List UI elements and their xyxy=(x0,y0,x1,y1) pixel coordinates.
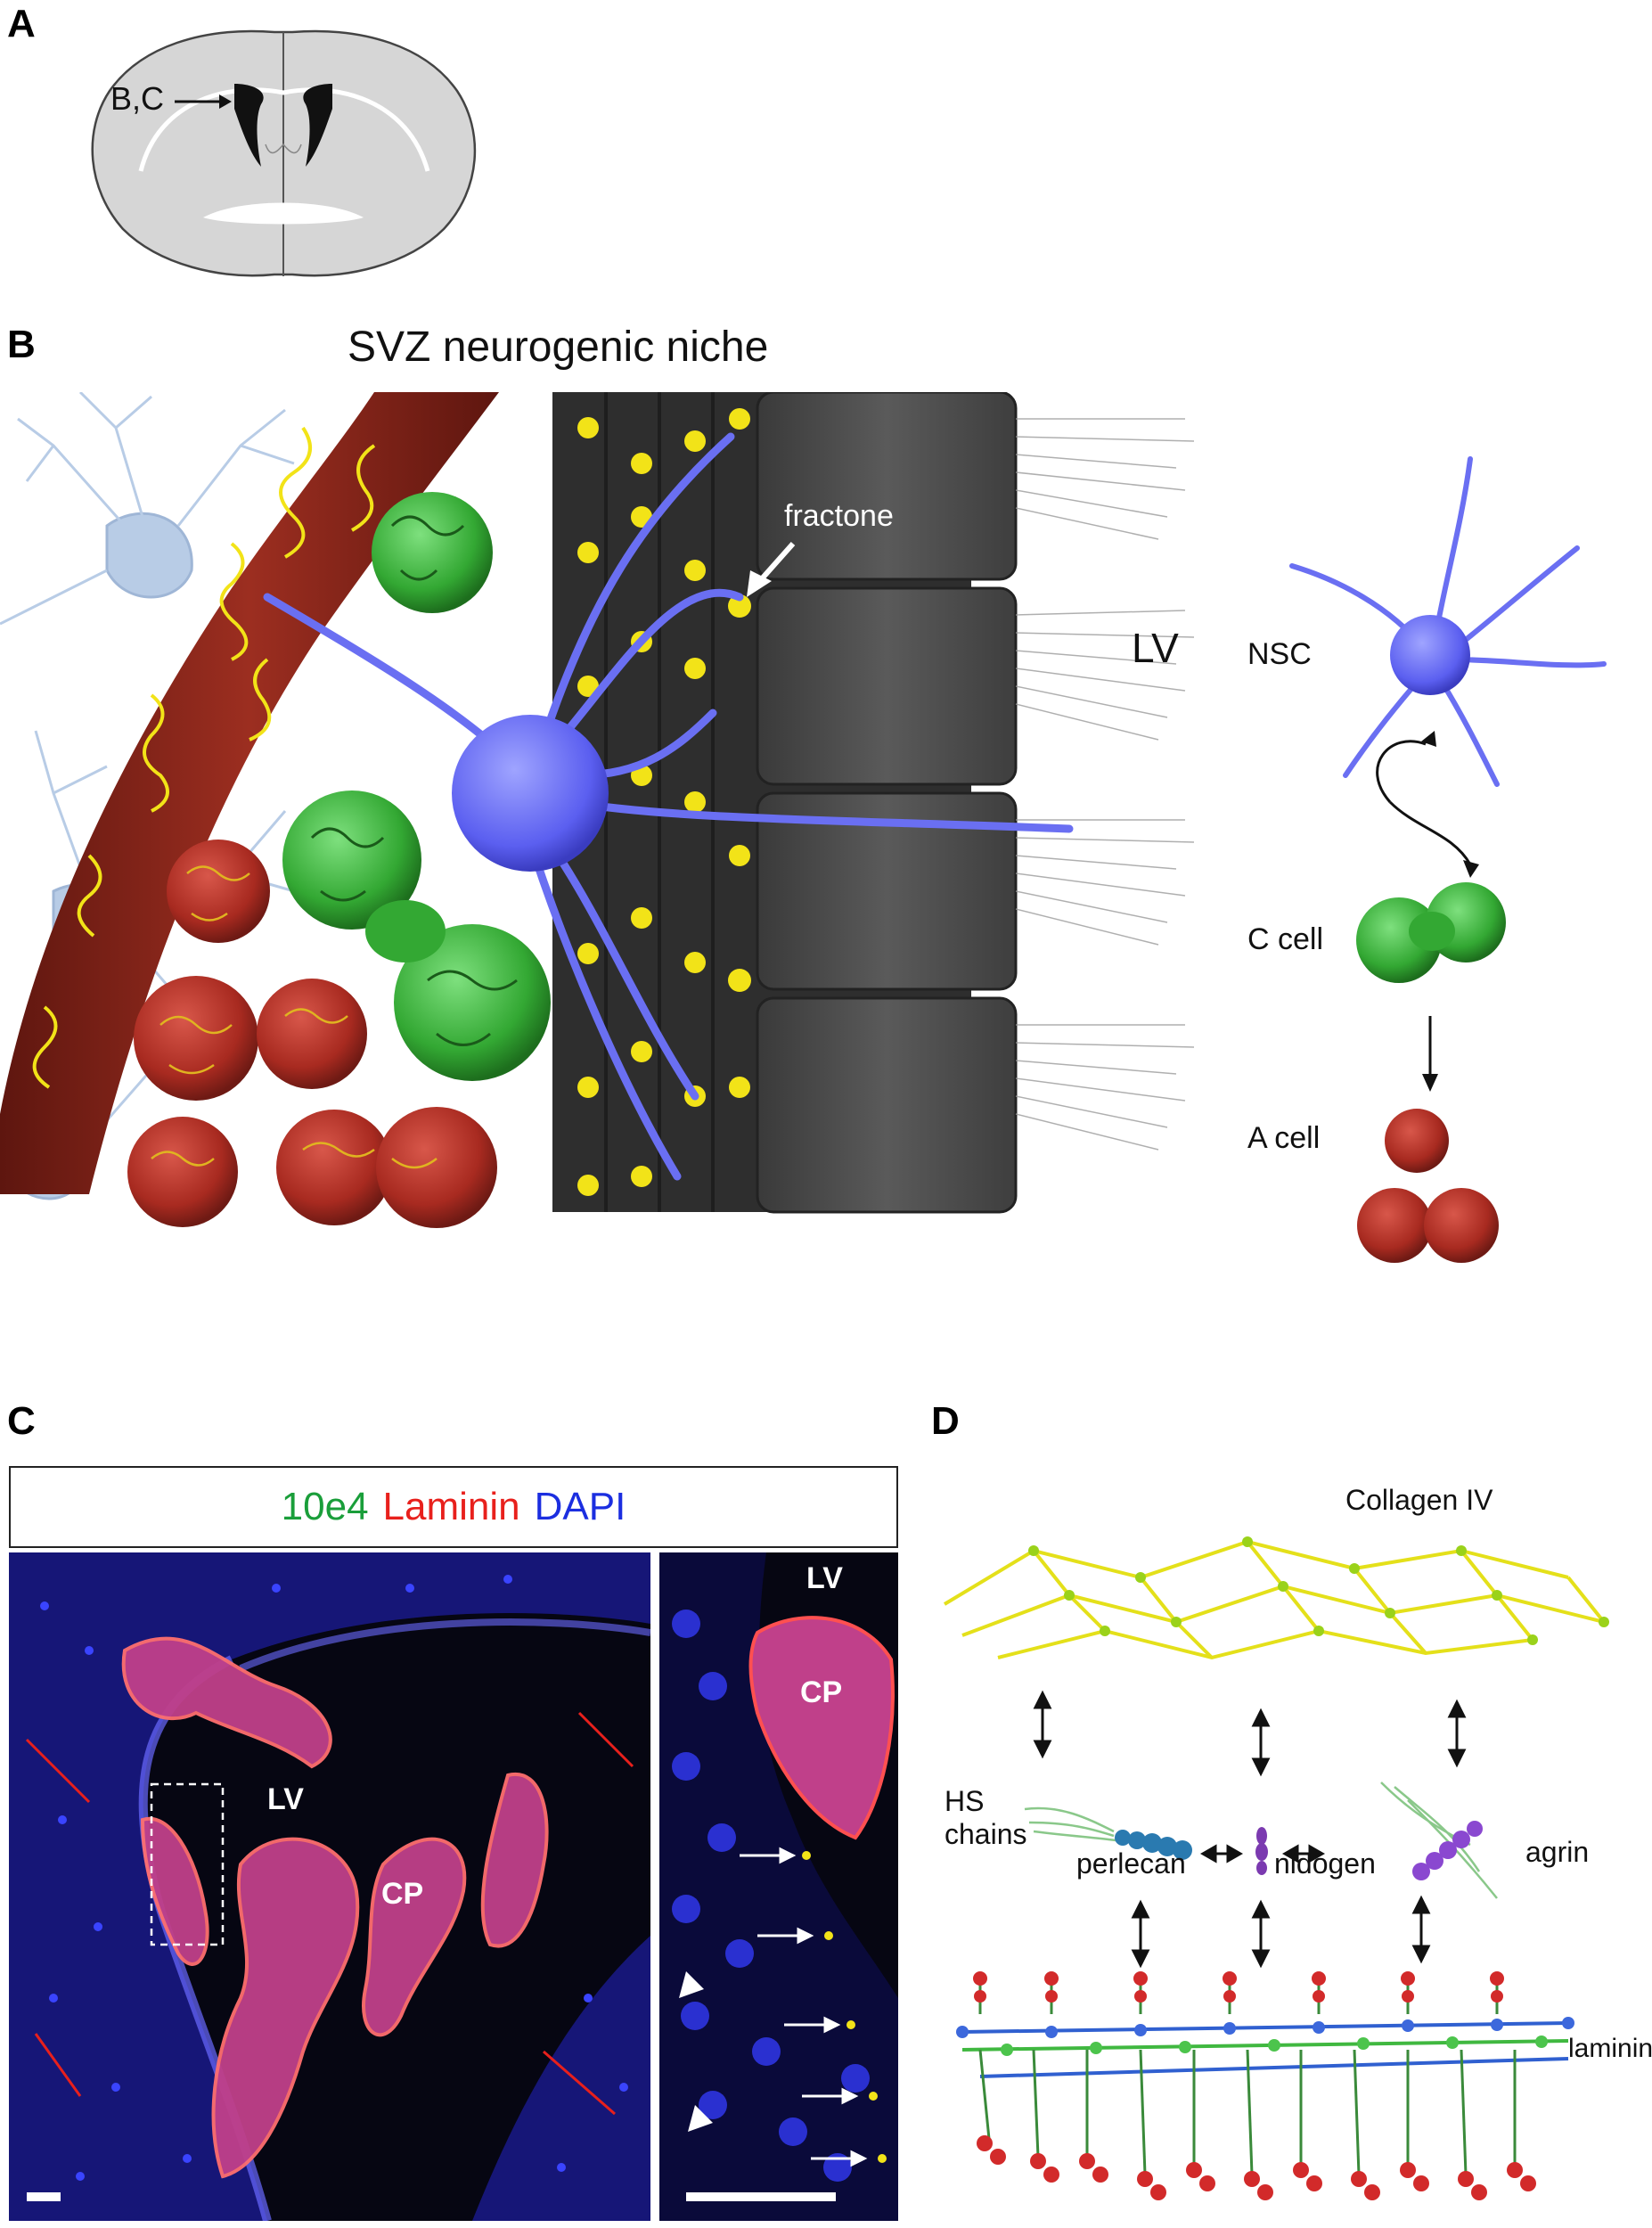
panel-d-letter: D xyxy=(931,1399,960,1443)
basement-membrane-diagram xyxy=(943,1536,1609,2200)
label-fractone: fractone xyxy=(784,499,894,533)
pointer-label: B,C xyxy=(110,80,165,117)
micro-label-cp-right: CP xyxy=(800,1675,843,1709)
label-lv: LV xyxy=(1132,625,1179,671)
panel-b-title: SVZ neurogenic niche xyxy=(348,324,769,371)
third-ventricle xyxy=(265,143,302,154)
collagen-nodes xyxy=(1028,1536,1609,1645)
a-cells xyxy=(127,840,497,1228)
ventral-commissure xyxy=(203,202,364,225)
hs-chains xyxy=(1024,1806,1116,1842)
label-chains: chains xyxy=(945,1818,1027,1850)
lateral-ventricle-left xyxy=(234,84,264,167)
nsc-cell xyxy=(263,432,1074,1181)
scale-bar-overview xyxy=(27,2192,61,2201)
label-hs: HS xyxy=(945,1785,985,1817)
label-laminin: laminin xyxy=(1568,2034,1652,2063)
scale-bar-inset xyxy=(686,2192,836,2201)
vertical-double-arrows xyxy=(1033,1690,1467,1969)
lateral-ventricle-right xyxy=(303,84,332,167)
stain-marker-10e4: 10e4 xyxy=(281,1485,369,1528)
nidogen xyxy=(1255,1827,1268,1875)
label-agrin: agrin xyxy=(1525,1836,1590,1868)
self-renew-arrow xyxy=(1376,740,1472,865)
ependymal-cilia xyxy=(1015,418,1195,1151)
lineage-a-cells xyxy=(1357,1109,1499,1263)
label-c-cell: C cell xyxy=(1247,922,1324,956)
micro-label-lv-right: LV xyxy=(806,1561,843,1595)
panel-b-letter: B xyxy=(7,323,36,366)
micrograph-overview xyxy=(9,1552,650,2221)
agrin xyxy=(1412,1821,1483,1880)
inset-arrowheads xyxy=(679,1971,713,2132)
label-ependyma: ependyma xyxy=(829,1223,970,1257)
panel-a-letter: A xyxy=(7,2,36,45)
collagen-iv-network xyxy=(943,1539,1606,1660)
c-cells xyxy=(282,492,551,1081)
lineage-nsc xyxy=(1289,456,1607,787)
stain-legend: 10e4 Laminin DAPI xyxy=(9,1466,898,1548)
micro-label-cp-left: CP xyxy=(381,1877,424,1911)
label-collagen-iv: Collagen IV xyxy=(1345,1484,1493,1516)
blood-vessel xyxy=(0,392,499,1194)
corpus-callosum xyxy=(138,87,430,172)
label-nsc: NSC xyxy=(1247,637,1312,671)
svz-niche-illustration xyxy=(0,392,1607,1263)
micrograph-inset xyxy=(659,1552,898,2221)
label-nidogen: nidogen xyxy=(1274,1847,1376,1880)
stain-marker-laminin: Laminin xyxy=(382,1485,520,1528)
vessel-basement-membrane xyxy=(32,426,376,1089)
brain-coronal-diagram xyxy=(91,29,477,277)
inset-arrows xyxy=(740,1847,868,2167)
lineage-c-cell xyxy=(1356,882,1506,983)
label-a-cell: A cell xyxy=(1247,1121,1321,1155)
laminin-network xyxy=(956,1971,1574,2200)
agrin-chains xyxy=(1380,1782,1498,1899)
micro-label-lv-left: LV xyxy=(267,1782,304,1816)
perlecan xyxy=(1115,1830,1192,1860)
stain-marker-dapi: DAPI xyxy=(534,1485,626,1528)
label-perlecan: perlecan xyxy=(1076,1847,1186,1880)
horizontal-double-arrows xyxy=(1199,1844,1326,1863)
inset-box xyxy=(150,1782,225,1946)
panel-c-letter: C xyxy=(7,1399,36,1443)
